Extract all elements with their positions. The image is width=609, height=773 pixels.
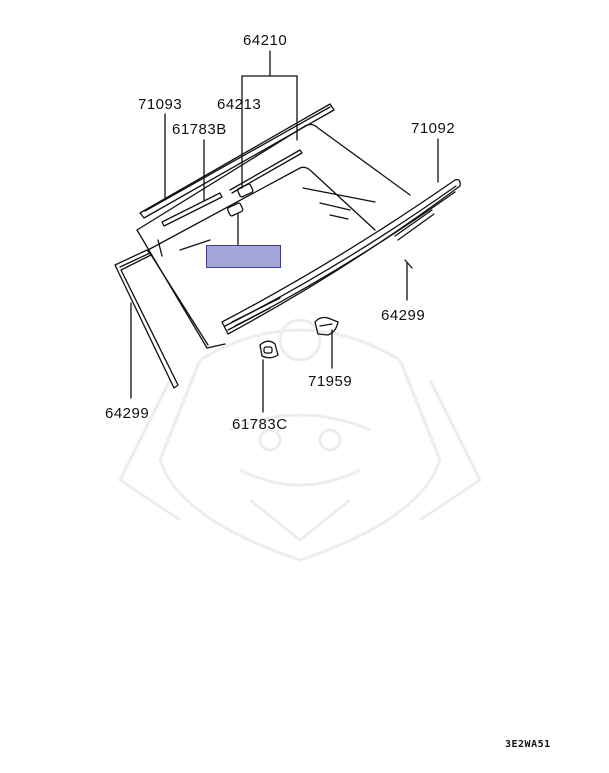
callout-61783c[interactable]: 61783C: [232, 416, 288, 433]
diagram-reference-code: 3E2WA51: [505, 739, 551, 750]
callout-71959[interactable]: 71959: [308, 373, 353, 390]
callout-71092[interactable]: 71092: [411, 120, 456, 137]
callout-64299-right[interactable]: 64299: [381, 307, 426, 324]
callout-64213[interactable]: 64213: [217, 96, 262, 113]
callout-64210[interactable]: 64210: [243, 32, 288, 49]
highlighted-part-label[interactable]: [206, 245, 281, 268]
callout-71093[interactable]: 71093: [138, 96, 183, 113]
callout-61783b[interactable]: 61783B: [172, 121, 227, 138]
samurai-mask-watermark-icon: [118, 318, 482, 562]
callout-64299-left[interactable]: 64299: [105, 405, 150, 422]
